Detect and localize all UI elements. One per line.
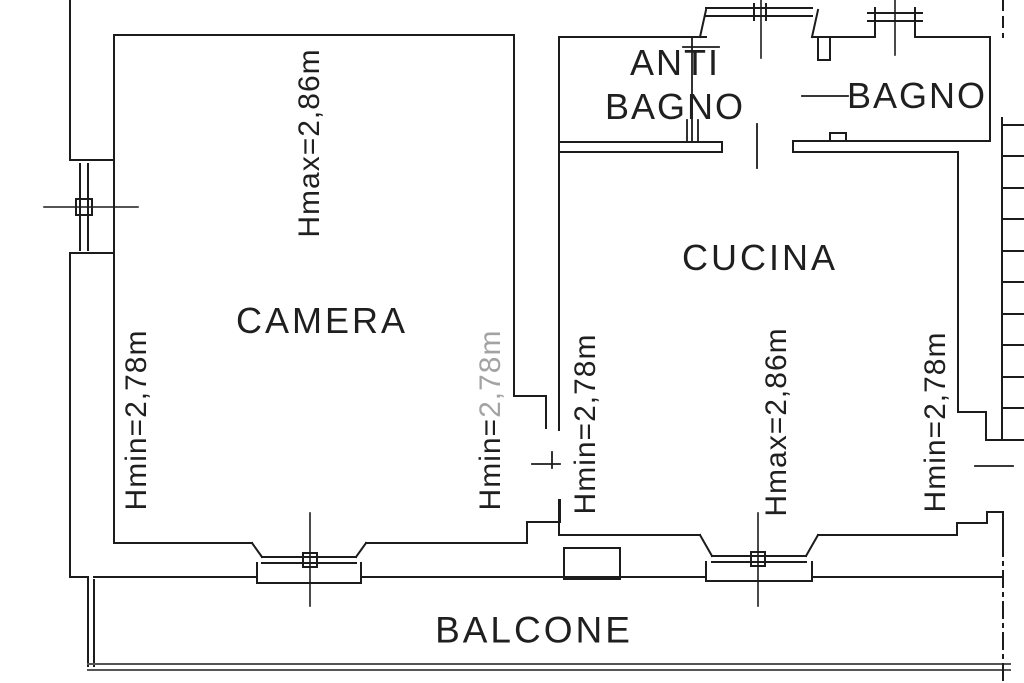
height-annotation-prefix: Hmin= (474, 417, 507, 511)
camera-walls (113, 34, 561, 544)
anti-bagno-walls (558, 36, 723, 431)
pillar (563, 547, 621, 580)
window-icon (43, 159, 139, 254)
window-icon (250, 512, 368, 607)
height-annotation-cucina-right: Hmin=2,78m (919, 331, 952, 513)
bagno-walls (792, 36, 991, 153)
height-annotation-camera-right: Hmin=2,78m (474, 329, 507, 511)
room-label-anti-bagno-line2: BAGNO (604, 86, 746, 127)
left-outer-wall (69, 0, 115, 578)
window-icon (698, 512, 820, 607)
room-label-bagno: BAGNO (846, 75, 988, 116)
height-annotation-cucina-left: Hmin=2,78m (569, 333, 602, 515)
height-annotation-value-faded: 2,78m (474, 329, 507, 418)
window-icon (698, 0, 820, 59)
room-label-camera: CAMERA (235, 300, 409, 341)
window-icon (867, 0, 923, 56)
door-icon (531, 451, 561, 469)
ladder-icon (1001, 117, 1024, 441)
height-annotation-camera-left: Hmin=2,78m (120, 329, 153, 511)
cucina-walls (558, 151, 1014, 541)
room-label-balcone: BALCONE (435, 609, 633, 651)
balcone-walls (87, 576, 1011, 671)
height-annotation-camera-top: Hmax=2,86m (293, 48, 326, 238)
room-label-anti-bagno-line1: ANTI (629, 42, 721, 83)
room-label-cucina: CUCINA (681, 237, 839, 278)
height-annotation-cucina-center: Hmax=2,86m (760, 327, 793, 517)
